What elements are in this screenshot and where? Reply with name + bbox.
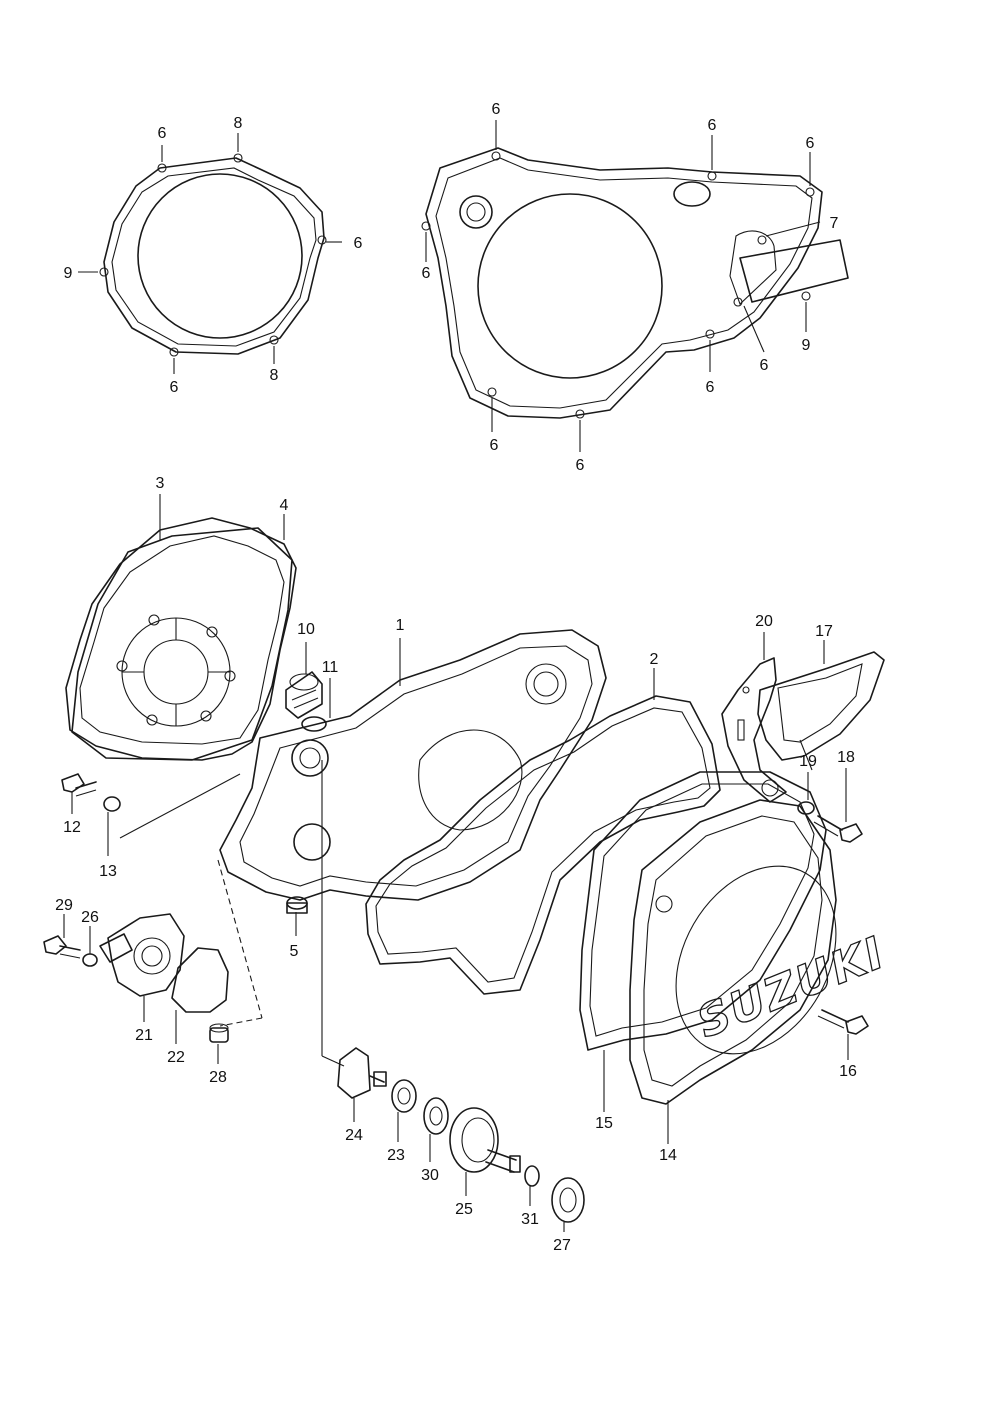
- callout-9-a: 9: [64, 265, 73, 282]
- crankcase-gasket-detail: [421, 120, 849, 452]
- bolt-16: [817, 1009, 869, 1035]
- callout-29: 29: [55, 897, 73, 914]
- washer-19: [797, 801, 815, 815]
- callout-27: 27: [553, 1237, 571, 1254]
- callout-21: 21: [135, 1027, 153, 1044]
- bolt-12: [61, 773, 97, 797]
- callout-3: 3: [156, 475, 165, 492]
- callout-18: 18: [837, 749, 855, 766]
- callout-6-j: 6: [490, 437, 499, 454]
- callout-9-b: 9: [802, 337, 811, 354]
- clutch-cover: [65, 517, 297, 761]
- callout-15: 15: [595, 1115, 613, 1132]
- callout-8-a: 8: [234, 115, 243, 132]
- callout-28: 28: [209, 1069, 227, 1086]
- dowel-pin-28: [209, 1023, 229, 1043]
- callout-6-k: 6: [576, 457, 585, 474]
- bolt-18: [813, 815, 863, 843]
- callout-25: 25: [455, 1201, 473, 1218]
- water-pump-shaft-gear: [449, 1107, 521, 1173]
- oil-plug: [285, 671, 323, 719]
- crankcase-gasket-inner: [375, 707, 711, 983]
- callout-6-e: 6: [708, 117, 717, 134]
- bearing-27: [551, 1177, 585, 1223]
- callout-23: 23: [387, 1147, 405, 1164]
- callout-6-h: 6: [760, 357, 769, 374]
- callout-19: 19: [799, 753, 817, 770]
- callout-26: 26: [81, 909, 99, 926]
- bolt-29: [43, 935, 81, 959]
- callout-22: 22: [167, 1049, 185, 1066]
- generator-gasket: [579, 771, 827, 1051]
- oil-seal-23: [391, 1079, 417, 1113]
- callout-4: 4: [280, 497, 289, 514]
- callout-12: 12: [63, 819, 81, 836]
- washer-31: [524, 1165, 540, 1187]
- callout-16: 16: [839, 1063, 857, 1080]
- callout-6-g: 6: [422, 265, 431, 282]
- callout-labels: 1 2 3 4 5 6 6 6 6 6 6 6 6 6 6 6 6 7 8 8 …: [55, 101, 857, 1254]
- callout-13: 13: [99, 863, 117, 880]
- callout-17: 17: [815, 623, 833, 640]
- callout-11: 11: [322, 659, 339, 676]
- sprocket-guide: [757, 651, 885, 771]
- o-ring: [71, 527, 293, 761]
- callout-1: 1: [396, 617, 405, 634]
- clutch-cover-gasket-detail: [78, 133, 342, 374]
- callout-8-b: 8: [270, 367, 279, 384]
- callout-24: 24: [345, 1127, 363, 1144]
- callout-6-d: 6: [492, 101, 501, 118]
- callout-6-b: 6: [354, 235, 363, 252]
- washer-26: [82, 953, 98, 967]
- callout-10: 10: [297, 621, 315, 638]
- sprocket-guide-plate: [721, 657, 787, 803]
- oil-plug-washer: [301, 716, 327, 732]
- crankcase-cover: [219, 629, 607, 914]
- callout-2: 2: [650, 651, 659, 668]
- generator-gasket-inner: [589, 783, 815, 1037]
- washer-13: [103, 796, 121, 812]
- oil-seal-30: [423, 1097, 449, 1135]
- crankcase-gasket: [365, 695, 721, 995]
- water-pump-cover: [99, 913, 185, 997]
- callout-30: 30: [421, 1167, 439, 1184]
- callout-6-i: 6: [706, 379, 715, 396]
- callout-5: 5: [290, 943, 299, 960]
- callout-6-f: 6: [806, 135, 815, 152]
- leader-lines: [63, 494, 849, 1232]
- callout-6-c: 6: [170, 379, 179, 396]
- callout-20: 20: [755, 613, 773, 630]
- impeller: [337, 1047, 387, 1099]
- generator-cover: SUZUKI: [629, 799, 893, 1105]
- callout-6-a: 6: [158, 125, 167, 142]
- callout-31: 31: [521, 1211, 539, 1228]
- water-pump-gasket: [171, 947, 229, 1013]
- callout-7: 7: [830, 215, 839, 232]
- callout-14: 14: [659, 1147, 677, 1164]
